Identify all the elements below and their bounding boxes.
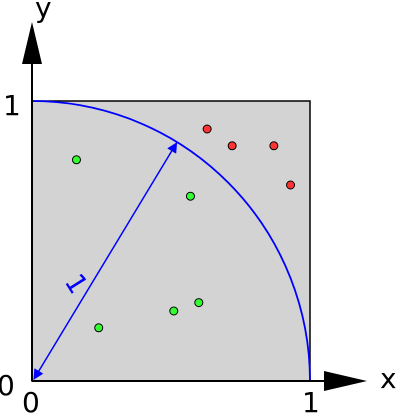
x-tick-0: 0 bbox=[22, 386, 40, 417]
radius-arrow bbox=[33, 142, 178, 380]
y-axis: y bbox=[22, 0, 52, 381]
y-axis-arrowhead bbox=[22, 22, 42, 64]
y-axis-label: y bbox=[35, 0, 52, 24]
x-axis: x bbox=[32, 362, 397, 395]
y-tick-1: 1 bbox=[3, 89, 21, 122]
x-axis-arrowhead bbox=[324, 371, 367, 391]
outside-point bbox=[269, 141, 279, 151]
inside-point bbox=[169, 306, 179, 316]
outside-point bbox=[286, 180, 296, 190]
x-tick-1: 1 bbox=[302, 386, 320, 417]
outside-point bbox=[202, 124, 212, 134]
inside-point bbox=[71, 155, 81, 165]
x-axis-label: x bbox=[380, 362, 397, 395]
outside-point bbox=[227, 141, 237, 151]
y-tick-0: 0 bbox=[0, 369, 15, 402]
sample-points bbox=[71, 124, 296, 333]
inside-point bbox=[194, 298, 204, 308]
quarter-circle-arc bbox=[31, 100, 311, 382]
inside-point bbox=[94, 323, 104, 333]
inside-point bbox=[185, 191, 195, 201]
unit-square bbox=[31, 100, 311, 382]
